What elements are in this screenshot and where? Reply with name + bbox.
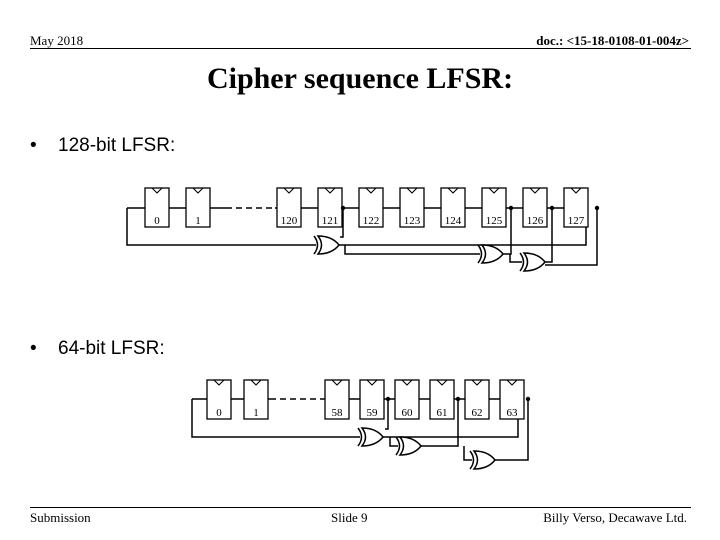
xor-gate [477,244,504,264]
register-label: 121 [322,215,339,227]
xor-gate [357,427,384,447]
tap-126 [545,208,553,263]
register-label: 63 [507,407,519,419]
footer-rule [30,507,691,508]
bullet-text: 64-bit LFSR: [58,338,165,359]
lfsr-64-junctions [385,396,531,402]
register-label: 125 [486,215,503,227]
register-label: 1 [195,215,201,227]
register-cell: 63 [499,379,525,420]
register-cell: 125 [481,187,507,228]
register-cell: 124 [440,187,466,228]
register-label: 0 [216,407,222,419]
xor-gate [519,252,546,272]
header-doc-id: doc.: <15-18-0108-01-004z> [536,33,689,48]
register-label: 58 [332,407,344,419]
xor-link [463,446,472,461]
xor-link [509,254,522,263]
register-cell: 60 [394,379,420,420]
tap-121 [340,208,344,238]
lfsr-128-junctions [340,205,600,211]
tap-60 [385,399,389,430]
register-cell: 121 [317,187,343,228]
register-cell: 1 [185,187,211,228]
register-label: 124 [445,215,462,227]
register-cell: 58 [324,379,350,420]
register-label: 60 [402,407,414,419]
register-label: 62 [472,407,483,419]
xor-chain-line [344,245,480,255]
bullet-symbol: • [30,338,37,359]
xor-gate [395,436,422,456]
register-cell: 127 [563,187,589,228]
register-label: 126 [527,215,544,227]
tap-127 [545,208,598,266]
lfsr-64-xor-gates [357,427,496,470]
lfsr-64-registers: 0 1 58 59 60 61 62 [206,379,525,420]
xor-gate [313,235,340,255]
header-date: May 2018 [30,33,84,48]
register-label: 59 [367,407,379,419]
register-cell: 61 [429,379,455,420]
tap-62 [420,399,459,447]
register-cell: 62 [464,379,490,420]
register-cell: 0 [144,187,170,228]
register-label: 0 [154,215,160,227]
register-label: 61 [437,407,448,419]
footer-slide-number: Slide 9 [331,510,368,525]
register-label: 122 [363,215,380,227]
register-label: 1 [253,407,259,419]
header-rule [30,48,691,49]
register-cell: 123 [399,187,425,228]
bullet-128: • 128-bit LFSR: [30,135,175,157]
footer-author: Billy Verso, Decawave Ltd. [543,510,687,525]
register-label: 120 [281,215,298,227]
footer-submission: Submission [30,510,91,525]
feedback-return-line [126,208,316,246]
xor-link [389,437,398,447]
register-cell: 59 [359,379,385,420]
register-cell: 1 [243,379,269,420]
feedback-return-line [191,399,360,438]
register-label: 123 [404,215,421,227]
register-cell: 122 [358,187,384,228]
tap-63 [495,399,529,461]
register-cell: 120 [276,187,302,228]
register-cell: 126 [522,187,548,228]
lfsr-128-registers: 0 1 120 121 122 123 [144,187,589,228]
slide-title: Cipher sequence LFSR: [206,62,514,95]
register-label: 127 [568,215,585,227]
bullet-64: • 64-bit LFSR: [30,338,165,360]
xor-gate [469,450,496,470]
bullet-text: 128-bit LFSR: [58,135,176,156]
bullet-symbol: • [30,135,37,156]
register-cell: 0 [206,379,232,420]
